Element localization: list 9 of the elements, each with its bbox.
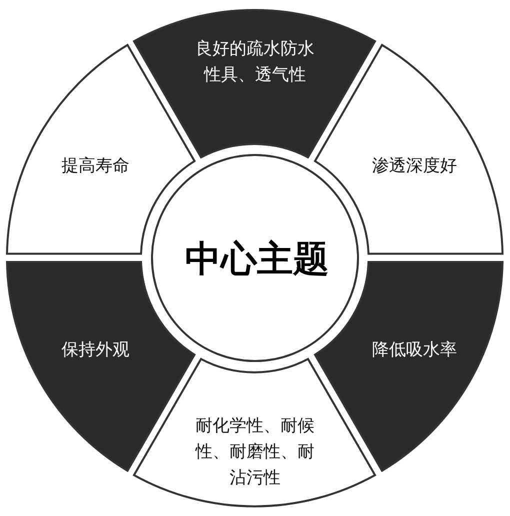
- segment-text: 降低吸水率: [370, 339, 458, 362]
- center-title: 中心主题: [185, 238, 329, 282]
- segment-text: 提高寿命: [60, 154, 131, 178]
- ring-segment: [133, 358, 376, 507]
- segment-text: 耐化学性、耐候性、耐磨性、耐沾污性: [194, 414, 316, 490]
- segment-text: 渗透深度好: [370, 154, 458, 178]
- ring-segment: [133, 9, 376, 158]
- segment-text: 良好的疏水防水性具、透气性: [194, 38, 316, 87]
- segment-text: 保持外观: [60, 339, 131, 362]
